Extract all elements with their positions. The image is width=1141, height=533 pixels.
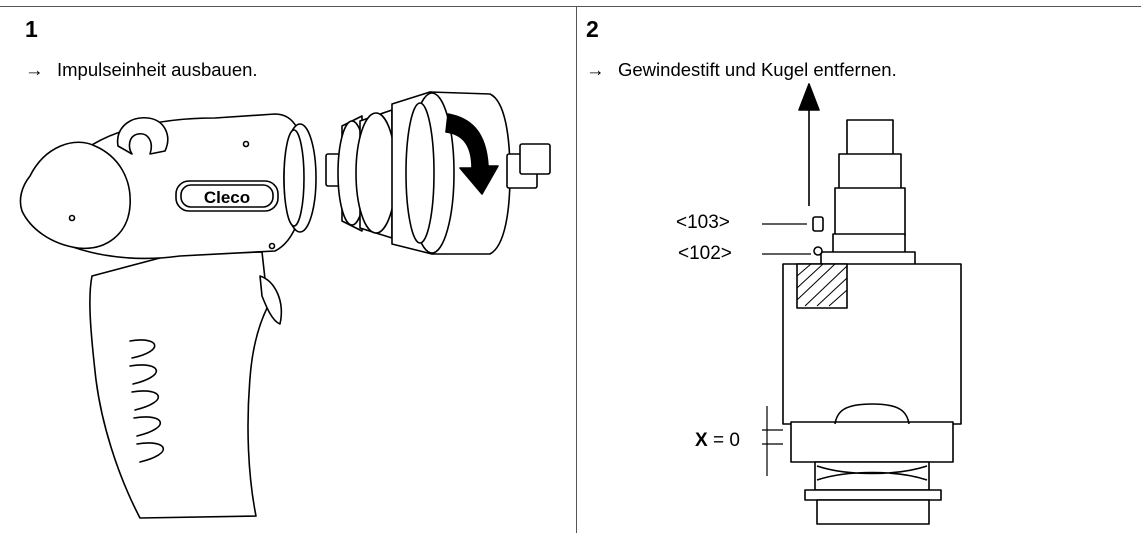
removal-arrow-icon <box>798 83 820 206</box>
callout-103: <103> <box>676 212 730 233</box>
step-number: 2 <box>586 16 599 42</box>
tool-rear-cap <box>19 141 131 250</box>
step-instruction: → Gewindestift und Kugel entfernen. <box>586 59 897 80</box>
pulse-tool-illustration: Cleco <box>19 91 551 519</box>
brand-logo-text: Cleco <box>204 188 250 207</box>
rotation-arrow-icon <box>445 113 499 195</box>
tool-handle <box>89 251 269 519</box>
panel-divider <box>576 6 577 533</box>
top-rule <box>0 6 1141 7</box>
dimension-value: = 0 <box>712 430 740 451</box>
impulse-unit <box>325 91 551 255</box>
step-number: 1 <box>25 16 38 42</box>
callout-102: <102> <box>678 243 732 264</box>
step-1-panel: 1 → Impulseinheit ausbauen. <box>0 6 576 533</box>
impulse-unit-section-drawing <box>762 83 962 525</box>
dimension-x-label: X = 0 <box>695 431 740 450</box>
instruction-text: Gewindestift und Kugel entfernen. <box>618 59 897 80</box>
arrow-right-icon: → <box>25 59 44 80</box>
tool-trigger <box>259 275 282 325</box>
instruction-text: Impulseinheit ausbauen. <box>57 59 258 80</box>
step-instruction: → Impulseinheit ausbauen. <box>25 59 258 80</box>
arrow-right-icon: → <box>586 59 605 80</box>
step-2-panel: 2 → Gewindestift und Kugel entfernen. <box>577 6 1141 533</box>
dimension-var: X <box>695 430 708 451</box>
grub-screw-103 <box>812 216 824 232</box>
ball-102 <box>813 246 823 256</box>
